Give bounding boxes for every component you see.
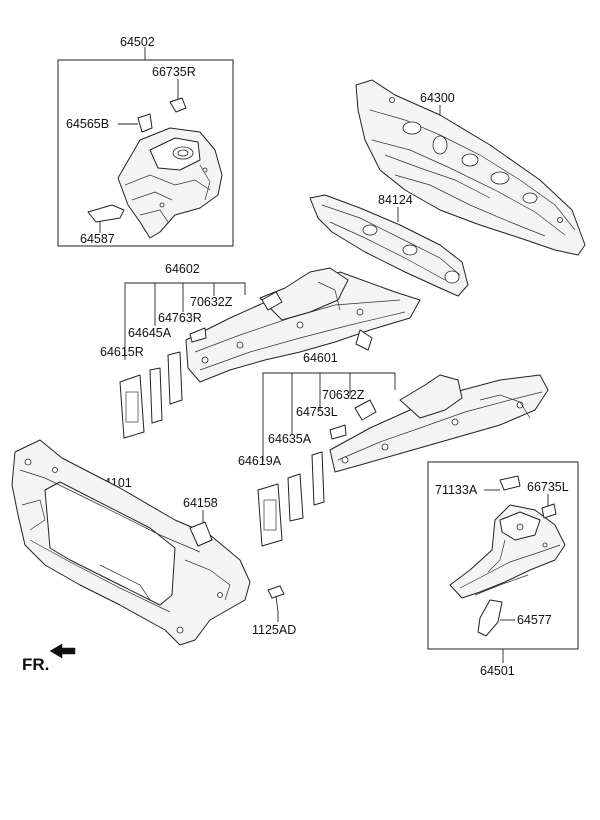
label-64615R[interactable]: 64615R: [100, 345, 144, 359]
label-64645A[interactable]: 64645A: [128, 326, 172, 340]
group-64501: 64501 71133A 66735L 64577: [427, 461, 579, 678]
clip-70632Z-upper: [189, 327, 207, 343]
bracket-64577: [477, 599, 503, 637]
label-66735R[interactable]: 66735R: [152, 65, 196, 79]
clip-70632Z-lower: [329, 424, 347, 440]
front-indicator: FR.: [22, 643, 76, 674]
group-64602: 64602 70632Z 64763R 64645A 64615R: [100, 262, 421, 439]
label-64635A[interactable]: 64635A: [268, 432, 312, 446]
arrow-left-icon: [49, 643, 76, 659]
radiator-support-panel-64101: [11, 439, 251, 646]
reinforcement-64753L: [311, 451, 325, 506]
label-64565B[interactable]: 64565B: [66, 117, 109, 131]
group-64601: 64601 70632Z 64753L 64635A 64619A: [238, 351, 549, 547]
label-64158[interactable]: 64158: [183, 496, 218, 510]
cowl-cross-bar-84124: [309, 194, 469, 297]
group-84124: 84124: [309, 193, 469, 297]
reinforcement-64645A: [149, 367, 163, 424]
label-66735L[interactable]: 66735L: [527, 480, 569, 494]
label-64501[interactable]: 64501: [480, 664, 515, 678]
label-64300[interactable]: 64300: [420, 91, 455, 105]
label-84124[interactable]: 84124: [378, 193, 413, 207]
bracket-64565B: [137, 113, 153, 133]
bracket-71133A: [499, 475, 521, 491]
group-64101: 64101 64158 1125AD: [11, 439, 296, 646]
side-member-assy-upper: [185, 267, 421, 383]
label-70632Z-lower[interactable]: 70632Z: [322, 388, 365, 402]
fender-apron-assy-64501: [449, 504, 566, 599]
fr-label: FR.: [22, 655, 49, 674]
bracket-64158: [189, 521, 213, 547]
side-member-assy-lower: [329, 374, 549, 473]
label-70632Z-upper[interactable]: 70632Z: [190, 295, 233, 309]
label-64577[interactable]: 64577: [517, 613, 552, 627]
plate-64615R: [119, 374, 145, 439]
label-64502[interactable]: 64502: [120, 35, 155, 49]
label-64587[interactable]: 64587: [80, 232, 115, 246]
reinforcement-64763R: [167, 351, 183, 405]
label-64619A[interactable]: 64619A: [238, 454, 282, 468]
dash-panel-64300: [355, 79, 586, 256]
group-64502: 64502 66735R 64565B 64587: [57, 35, 234, 247]
label-64601[interactable]: 64601: [303, 351, 338, 365]
plate-64619A: [257, 483, 283, 547]
label-64763R[interactable]: 64763R: [158, 311, 202, 325]
bracket-66735R: [169, 97, 187, 113]
bolt-1125AD: [267, 585, 285, 613]
group-box-64502: [57, 59, 234, 247]
label-1125AD[interactable]: 1125AD: [252, 623, 296, 637]
fender-apron-assy-64502: [117, 127, 223, 239]
label-71133A[interactable]: 71133A: [435, 483, 478, 497]
label-64753L[interactable]: 64753L: [296, 405, 338, 419]
label-64602[interactable]: 64602: [165, 262, 200, 276]
bracket-66735L: [541, 503, 557, 519]
group-64300: 64300: [355, 79, 586, 256]
reinforcement-64635A: [287, 473, 304, 522]
bracket-64587: [87, 204, 125, 223]
